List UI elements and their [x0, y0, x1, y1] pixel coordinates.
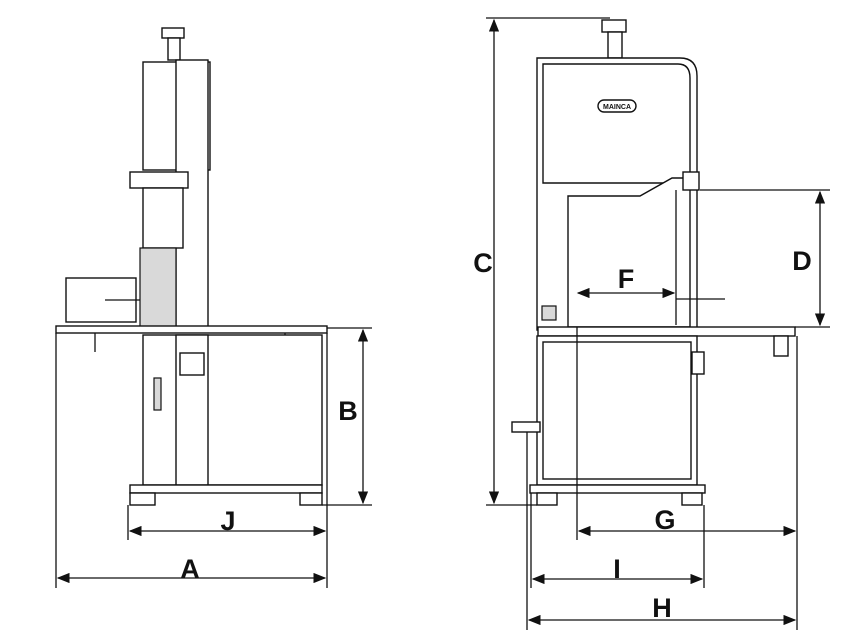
label-h: H — [652, 593, 672, 623]
label-b: B — [338, 396, 358, 426]
side-table — [55, 325, 328, 334]
side-view — [55, 27, 328, 506]
dimension-lines — [55, 17, 830, 630]
label-g: G — [654, 505, 675, 535]
label-a: A — [180, 554, 200, 584]
front-base — [529, 484, 706, 494]
label-j: J — [220, 506, 235, 536]
label-f: F — [618, 264, 635, 294]
side-cabinet — [142, 334, 323, 486]
throat-opening — [567, 177, 691, 328]
brand-logo — [597, 99, 637, 113]
front-view: MAINCA — [511, 19, 796, 506]
side-blade-guide — [142, 187, 184, 249]
side-tension-knob — [161, 27, 185, 39]
side-base — [129, 484, 323, 494]
brand-logo-text: MAINCA — [603, 104, 631, 111]
label-c: C — [473, 248, 493, 278]
front-tension-knob — [601, 19, 627, 33]
label-d: D — [792, 246, 812, 276]
label-i: I — [613, 554, 621, 584]
